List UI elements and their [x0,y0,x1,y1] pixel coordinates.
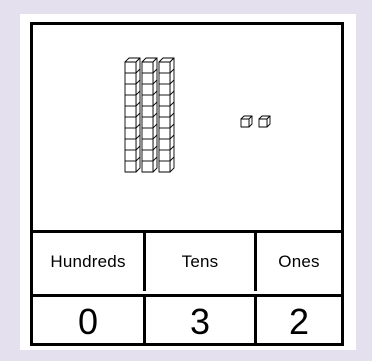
hundreds-header: Hundreds [33,233,146,291]
base-ten-blocks-area [33,25,341,230]
header-row: Hundreds Tens Ones [33,233,341,291]
tens-header: Tens [146,233,257,291]
tens-rod [159,58,174,172]
place-value-table: Hundreds Tens Ones 0 3 2 [33,230,341,343]
tens-rod [142,58,157,172]
tens-rod [125,58,140,172]
tens-value: 3 [146,297,257,346]
value-row: 0 3 2 [33,294,341,346]
base-ten-blocks [33,25,341,230]
hundreds-value: 0 [33,297,146,346]
ones-cube [259,116,270,127]
ones-cube [241,116,252,127]
ones-header: Ones [257,233,341,291]
ones-value: 2 [257,297,341,346]
place-value-chart: Hundreds Tens Ones 0 3 2 [30,22,344,346]
